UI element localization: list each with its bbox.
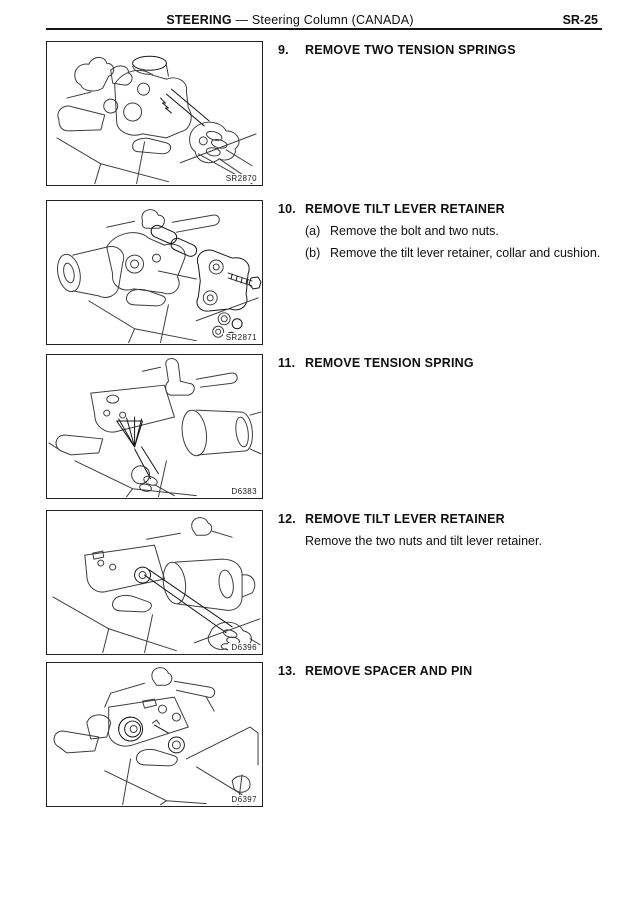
item-title: REMOVE TILT LEVER RETAINER xyxy=(305,202,505,216)
instruction-step-11: 11. REMOVE TENSION SPRING xyxy=(278,352,608,374)
item-title: REMOVE TENSION SPRING xyxy=(305,356,474,370)
item-title: REMOVE TWO TENSION SPRINGS xyxy=(305,43,516,57)
instruction-step-9: 9. REMOVE TWO TENSION SPRINGS xyxy=(278,39,608,61)
step-row-12: D6396 12. REMOVE TILT LEVER RETAINER Rem… xyxy=(0,510,640,656)
instruction-step-10: 10. REMOVE TILT LEVER RETAINER (a) Remov… xyxy=(278,198,608,264)
figure-code: D6383 xyxy=(228,487,257,496)
item-number: 9. xyxy=(278,43,289,57)
item-title: REMOVE TILT LEVER RETAINER xyxy=(305,512,505,526)
figure-code: D6396 xyxy=(228,643,257,652)
substep-b: (b) Remove the tilt lever retainer, coll… xyxy=(278,242,608,264)
item-number: 10. xyxy=(278,202,296,216)
step-row-9: SR2870 9. REMOVE TWO TENSION SPRINGS xyxy=(0,41,640,187)
item-number: 12. xyxy=(278,512,296,526)
figure-box-d6397: D6397 xyxy=(46,662,263,807)
substep-label: (b) xyxy=(305,246,321,260)
figure-box-d6396: D6396 xyxy=(46,510,263,655)
tension-spring-illustration xyxy=(48,358,262,498)
figure-box-d6383: D6383 xyxy=(46,354,263,499)
header-section: STEERING xyxy=(166,13,232,27)
page-number: SR-25 xyxy=(562,13,598,27)
substep-text: Remove the tilt lever retainer, collar a… xyxy=(330,246,601,260)
step-row-10: SR2871 10. REMOVE TILT LEVER RETAINER (a… xyxy=(0,200,640,346)
item-number: 13. xyxy=(278,664,296,678)
tilt-lever-retainer-nuts-illustration xyxy=(52,517,261,654)
header-separator: — xyxy=(235,13,249,27)
step-row-13: D6397 13. REMOVE SPACER AND PIN xyxy=(0,662,640,808)
header-rule xyxy=(46,28,602,30)
step-row-11: D6383 11. REMOVE TENSION SPRING xyxy=(0,354,640,500)
tension-springs-illustration xyxy=(56,55,257,185)
substep-text: Remove the bolt and two nuts. xyxy=(330,224,499,238)
substep-label: (a) xyxy=(305,224,321,238)
item-body: Remove the two nuts and tilt lever retai… xyxy=(305,534,542,548)
instruction-step-13: 13. REMOVE SPACER AND PIN xyxy=(278,660,608,682)
substep-a: (a) Remove the bolt and two nuts. xyxy=(278,220,608,242)
header-subtitle: Steering Column (CANADA) xyxy=(251,13,414,27)
page-header: STEERING — Steering Column (CANADA) xyxy=(0,13,580,27)
item-title: REMOVE SPACER AND PIN xyxy=(305,664,473,678)
item-number: 11. xyxy=(278,356,296,370)
figure-code: D6397 xyxy=(228,795,257,804)
figure-box-sr2870: SR2870 xyxy=(46,41,263,186)
spacer-and-pin-illustration xyxy=(53,667,259,806)
instruction-step-12: 12. REMOVE TILT LEVER RETAINER Remove th… xyxy=(278,508,608,552)
tilt-lever-retainer-illustration xyxy=(56,209,262,344)
figure-box-sr2871: SR2871 xyxy=(46,200,263,345)
figure-code: SR2871 xyxy=(222,333,257,342)
figure-code: SR2870 xyxy=(222,174,257,183)
